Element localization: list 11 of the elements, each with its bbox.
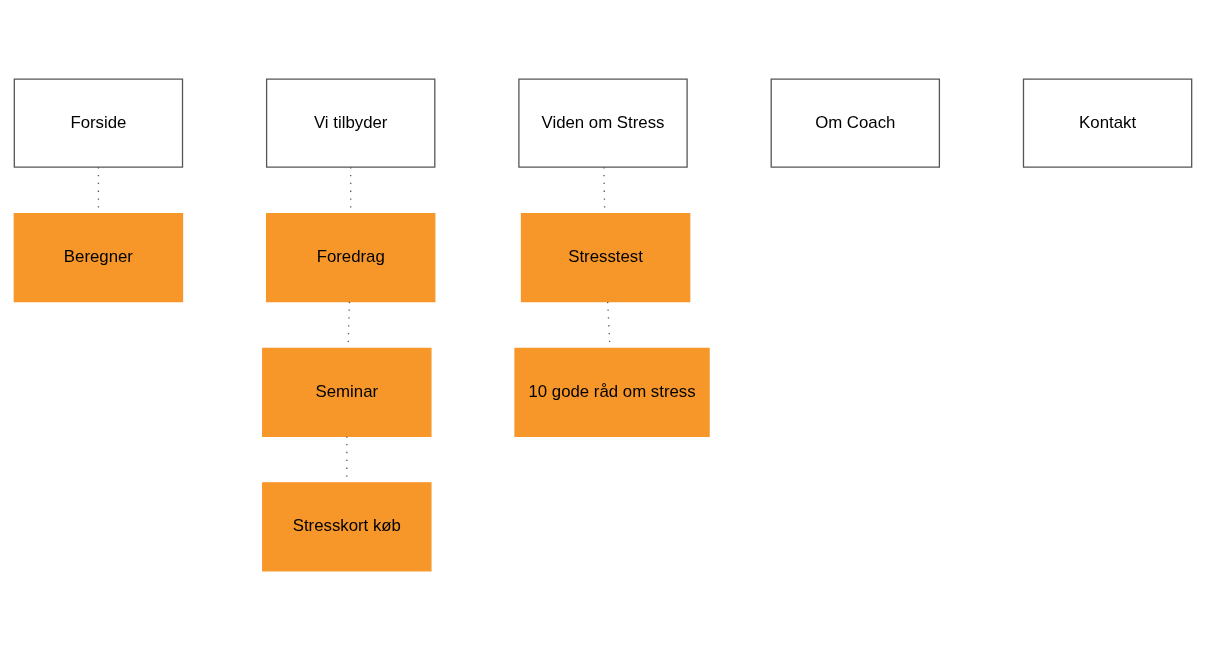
node-box: Forside (13, 78, 184, 168)
node-box: Kontakt (1022, 78, 1193, 168)
node-box: Beregner (13, 212, 184, 302)
node-box: Stresskort køb (262, 481, 432, 571)
node-box: Om Coach (770, 78, 941, 168)
node-box: Stresstest (520, 212, 691, 302)
node-box: 10 gode råd om stress (514, 347, 710, 437)
node-box: Seminar (262, 347, 432, 437)
node-box: Vi tilbyder (265, 78, 436, 168)
node-box: Foredrag (265, 212, 436, 302)
node-box: Viden om Stress (518, 78, 688, 168)
